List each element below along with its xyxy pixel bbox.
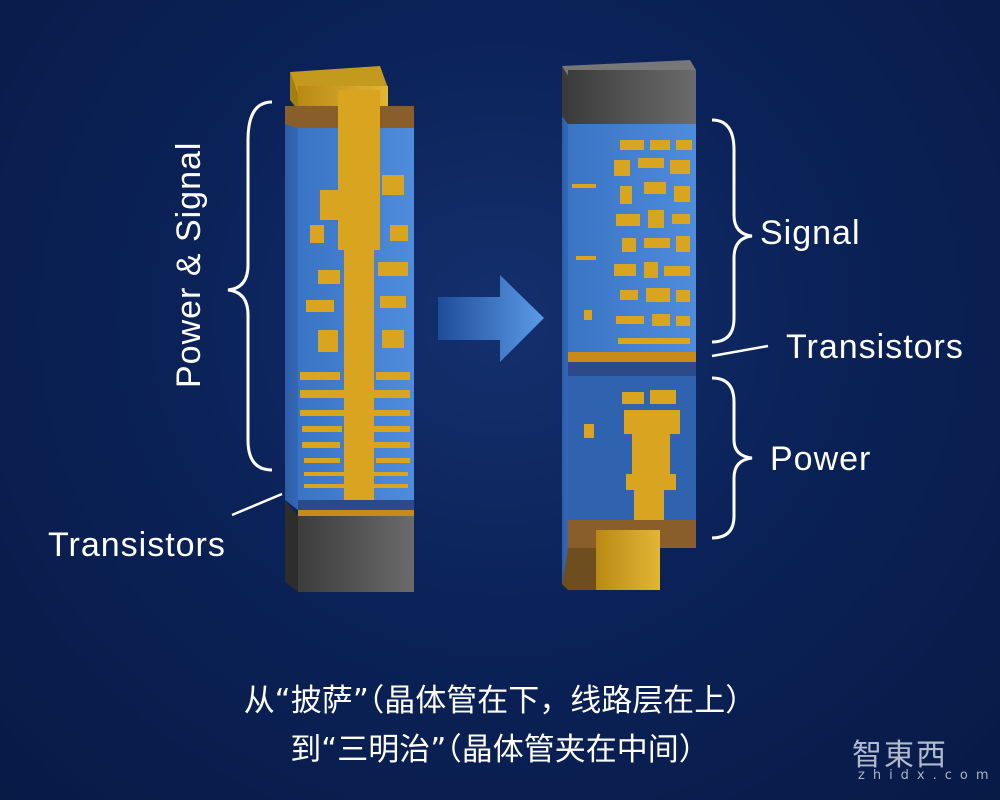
power-label: Power xyxy=(770,440,872,478)
signal-brace xyxy=(711,118,753,344)
logo-text-cn: 智東西 xyxy=(852,738,948,773)
right-arrow-icon xyxy=(438,275,544,362)
right-pillar xyxy=(562,60,696,590)
logo-text-en: zhidx.com xyxy=(858,768,997,783)
caption-line-2: 到“三明治”（晶体管夹在中间） xyxy=(290,732,710,768)
power-signal-label: Power & Signal xyxy=(170,141,208,388)
left-brace xyxy=(227,100,273,472)
transistors-label-right: Transistors xyxy=(786,328,964,366)
power-brace xyxy=(711,376,753,540)
transistors-label-left: Transistors xyxy=(48,526,226,564)
signal-label: Signal xyxy=(760,214,861,252)
right-transistor-line xyxy=(711,344,769,358)
zhidx-logo: 智東西 zhidx.com xyxy=(842,730,989,790)
left-transistor-line xyxy=(231,492,283,517)
left-pillar xyxy=(285,66,414,592)
caption-line-1: 从“披萨”（晶体管在下，线路层在上） xyxy=(243,683,757,719)
